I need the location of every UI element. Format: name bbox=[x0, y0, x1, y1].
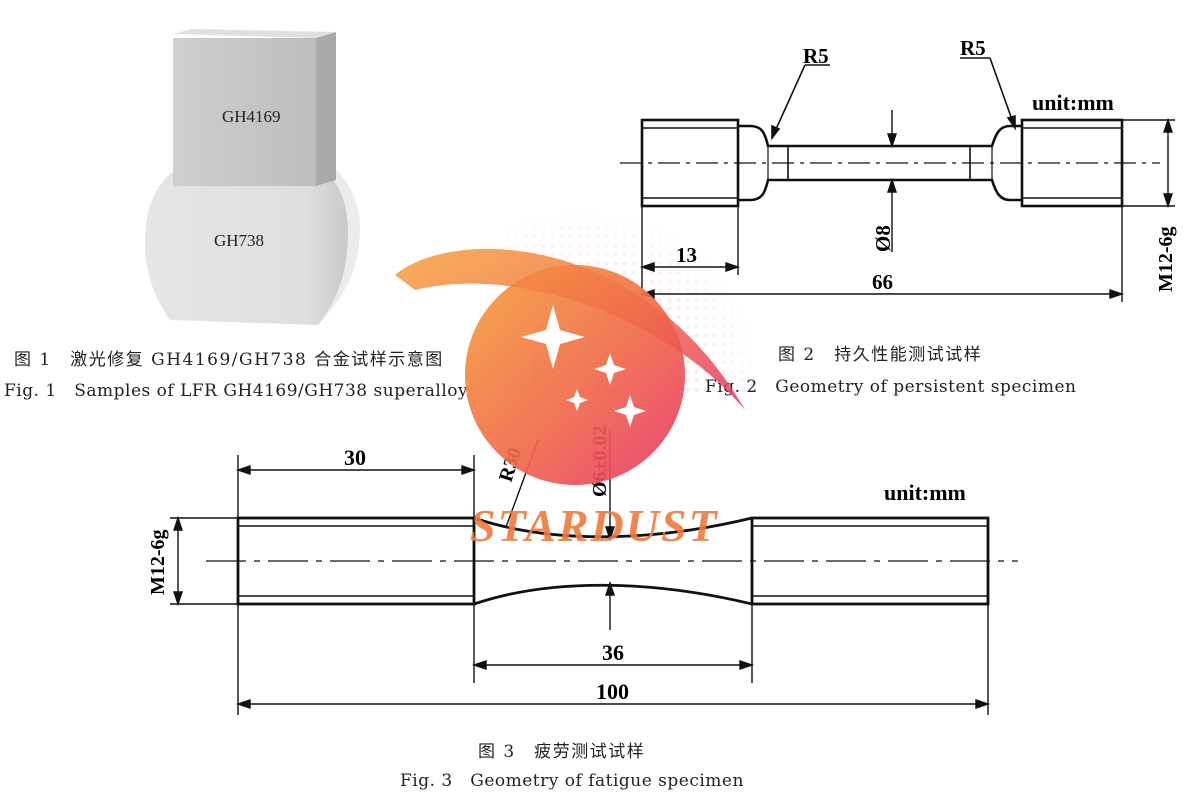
thread-label: M12-6g bbox=[147, 529, 169, 595]
block-side-face bbox=[316, 32, 336, 186]
r5-left-label: R5 bbox=[803, 44, 829, 68]
r30-label: R30 bbox=[495, 445, 527, 485]
dim-13-label: 13 bbox=[676, 243, 697, 267]
figure-3-caption-cn: 图 3 疲劳测试试样 bbox=[478, 742, 646, 762]
figure-3-fatigue-specimen-drawing: 30 R30 Ø6±0.02 unit:mm M12-6g 36 100 bbox=[147, 425, 1018, 715]
dim-36-label: 36 bbox=[602, 640, 624, 665]
gh4169-block-shape bbox=[173, 38, 316, 186]
figure-2-persistent-specimen-drawing: R5 R5 unit:mm Ø8 13 66 M12-6g bbox=[620, 36, 1177, 302]
dim-66-label: 66 bbox=[872, 270, 893, 294]
thread-label: M12-6g bbox=[1155, 226, 1177, 292]
diameter-label: Ø8 bbox=[871, 225, 895, 252]
sparkle-icons bbox=[521, 305, 646, 427]
r5-right-label: R5 bbox=[960, 36, 986, 60]
base-side-face bbox=[316, 161, 360, 325]
diameter-label: Ø6±0.02 bbox=[589, 425, 611, 497]
gh738-label: GH738 bbox=[214, 231, 264, 250]
dim-100-label: 100 bbox=[596, 679, 629, 704]
gauge-bottom-profile bbox=[473, 583, 753, 606]
figure-1-caption-en: Fig. 1 Samples of LFR GH4169/GH738 super… bbox=[4, 381, 469, 401]
figure-1-caption-cn: 图 1 激光修复 GH4169/GH738 合金试样示意图 bbox=[14, 350, 444, 370]
figure-1-sample-drawing: GH4169 GH738 bbox=[145, 29, 360, 325]
gauge-bottom-profile bbox=[738, 178, 1022, 202]
gauge-top-profile bbox=[738, 124, 1022, 148]
unit-label: unit:mm bbox=[884, 480, 966, 505]
block-top-face bbox=[173, 29, 336, 38]
gauge-top-profile bbox=[473, 516, 753, 539]
figure-2-caption-en: Fig. 2 Geometry of persistent specimen bbox=[705, 377, 1077, 397]
figure-2-caption-cn: 图 2 持久性能测试试样 bbox=[778, 345, 983, 365]
unit-label: unit:mm bbox=[1032, 90, 1114, 115]
gh738-base-shape bbox=[145, 166, 348, 325]
dim-30-label: 30 bbox=[344, 445, 366, 470]
figure-3-caption-en: Fig. 3 Geometry of fatigue specimen bbox=[400, 771, 744, 791]
gh4169-label: GH4169 bbox=[222, 107, 281, 126]
